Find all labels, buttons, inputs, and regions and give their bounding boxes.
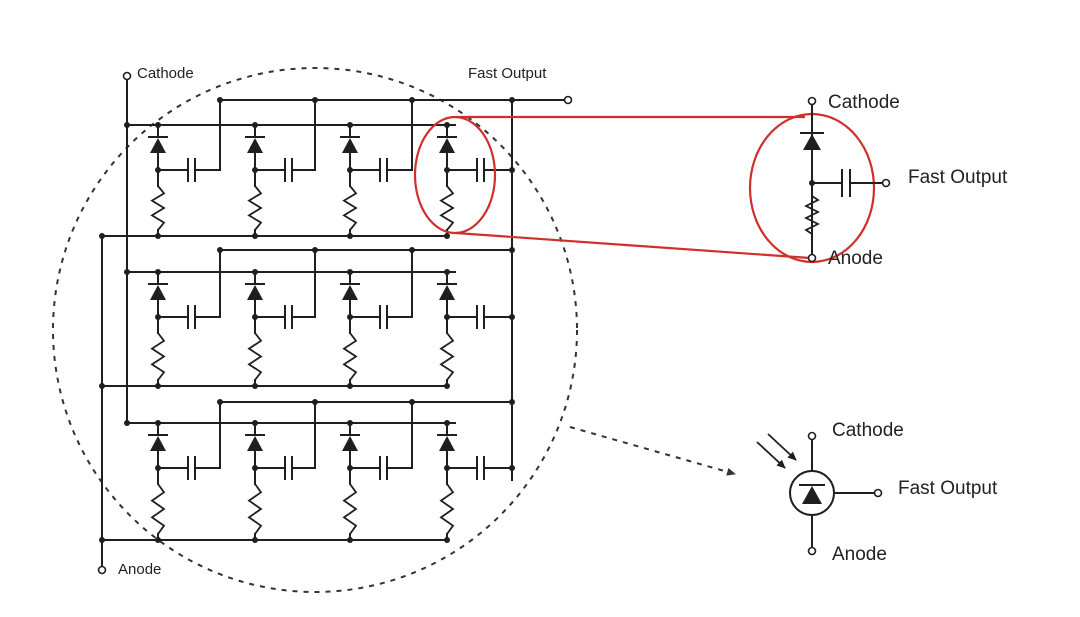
- zoomed-microcell: [800, 96, 891, 263]
- diode-icon: [439, 138, 455, 153]
- junction-dot: [252, 420, 258, 426]
- junction-dot: [444, 122, 450, 128]
- junction-dot: [99, 537, 105, 543]
- array-fast-output-terminal: [563, 95, 573, 105]
- zoom-diode-icon: [803, 134, 821, 150]
- junction-dot: [347, 537, 353, 543]
- junction-dot: [509, 167, 515, 173]
- symbol-anode-label: Anode: [832, 544, 887, 565]
- resistor-icon: [439, 185, 455, 231]
- junction-dot: [312, 247, 318, 253]
- resistor-icon: [150, 185, 166, 231]
- diode-icon: [342, 285, 358, 300]
- resistor-icon: [247, 332, 263, 381]
- diode-icon: [342, 138, 358, 153]
- junction-dot: [217, 97, 223, 103]
- zoom-highlight-small: [413, 115, 497, 235]
- diode-icon: [439, 436, 455, 451]
- zoom-cathode-terminal: [807, 96, 817, 106]
- array-cathode-terminal: [122, 71, 132, 81]
- diode-icon: [247, 138, 263, 153]
- resistor-icon: [247, 483, 263, 535]
- junction-dot: [347, 122, 353, 128]
- junction-dot: [99, 233, 105, 239]
- junction-dot: [217, 247, 223, 253]
- junction-dot: [155, 122, 161, 128]
- junction-dot: [124, 420, 130, 426]
- junction-dot: [509, 247, 515, 253]
- junction-dot: [155, 420, 161, 426]
- resistor-icon: [150, 483, 166, 535]
- junction-dot: [509, 314, 515, 320]
- dashed-arrow: [569, 426, 736, 476]
- symbol-output-terminal: [873, 488, 883, 498]
- light-arrow-2: [767, 433, 797, 461]
- diode-icon: [150, 285, 166, 300]
- junction-dot: [347, 420, 353, 426]
- zoom-resistor-icon: [803, 195, 821, 235]
- junction-dot: [99, 383, 105, 389]
- junction-dot: [124, 269, 130, 275]
- resistor-icon: [342, 185, 358, 231]
- diode-icon: [439, 285, 455, 300]
- junction-dot: [217, 399, 223, 405]
- symbol-anode-terminal: [807, 546, 817, 556]
- diode-icon: [342, 436, 358, 451]
- resistor-icon: [439, 483, 455, 535]
- symbol-diode-icon: [802, 486, 822, 504]
- junction-dot: [155, 233, 161, 239]
- zoom-cathode-label: Cathode: [828, 92, 900, 113]
- junction-dot: [409, 399, 415, 405]
- junction-dot: [509, 97, 515, 103]
- junction-dot: [155, 537, 161, 543]
- sipm-symbol: [756, 431, 883, 556]
- junction-dot: [252, 233, 258, 239]
- zoom-fast-output-label: Fast Output: [908, 167, 1008, 188]
- diode-icon: [150, 436, 166, 451]
- junction-dot: [252, 269, 258, 275]
- junction-dot: [155, 383, 161, 389]
- symbol-cathode-label: Cathode: [832, 420, 904, 441]
- resistor-icon: [342, 483, 358, 535]
- diode-icon: [247, 285, 263, 300]
- light-arrow-1: [756, 441, 786, 469]
- junction-dot: [509, 465, 515, 471]
- microcell-array: [97, 71, 573, 575]
- array-boundary-circle: [52, 67, 578, 593]
- junction-dot: [347, 383, 353, 389]
- junction-dot: [347, 269, 353, 275]
- diode-icon: [150, 138, 166, 153]
- array-cathode-label: Cathode: [137, 65, 194, 82]
- zoom-anode-terminal: [807, 253, 817, 263]
- zoom-output-terminal: [881, 178, 891, 188]
- symbol-fast-output-label: Fast Output: [898, 478, 998, 499]
- resistor-icon: [247, 185, 263, 231]
- resistor-icon: [342, 332, 358, 381]
- diode-icon: [247, 436, 263, 451]
- symbol-cathode-terminal: [807, 431, 817, 441]
- junction-dot: [509, 399, 515, 405]
- junction-dot: [155, 269, 161, 275]
- junction-dot: [124, 122, 130, 128]
- array-fast-output-label: Fast Output: [468, 65, 547, 82]
- junction-dot: [312, 399, 318, 405]
- junction-dot: [347, 233, 353, 239]
- resistor-icon: [150, 332, 166, 381]
- junction-dot: [252, 383, 258, 389]
- junction-dot: [252, 537, 258, 543]
- array-anode-terminal: [97, 565, 107, 575]
- junction-dot: [252, 122, 258, 128]
- resistor-icon: [439, 332, 455, 381]
- junction-dot: [409, 97, 415, 103]
- junction-dot: [312, 97, 318, 103]
- junction-dot: [444, 269, 450, 275]
- zoom-anode-label: Anode: [828, 248, 883, 269]
- junction-dot: [409, 247, 415, 253]
- junction-dot: [444, 420, 450, 426]
- zoom-connector-bottom: [455, 231, 811, 260]
- array-anode-label: Anode: [118, 561, 161, 578]
